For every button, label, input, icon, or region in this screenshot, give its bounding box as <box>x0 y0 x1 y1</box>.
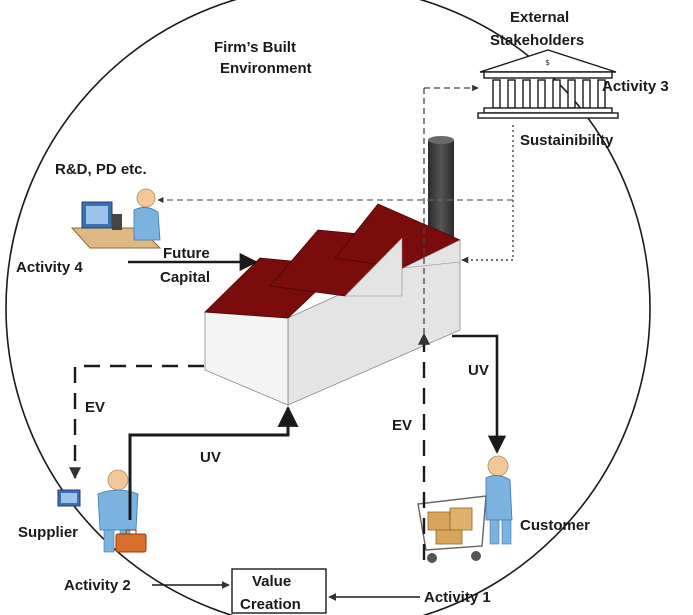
activity-4-label: Activity 4 <box>16 259 83 276</box>
uv-left-label: UV <box>200 449 221 466</box>
activity-2-label: Activity 2 <box>64 577 131 594</box>
ev-right-label: EV <box>392 417 412 434</box>
bank-icon <box>477 49 619 119</box>
uv-right-label: UV <box>468 362 489 379</box>
stakeholders-label-line-1: External <box>510 9 569 26</box>
factory-front-wall <box>204 311 289 406</box>
future-capital-label-line-2: Capital <box>160 269 210 286</box>
uv-flow-supplier-to-factory <box>128 405 299 520</box>
factory <box>204 136 461 406</box>
value-creation-label-line-2: Creation <box>240 596 301 613</box>
activity-3-label: Activity 3 <box>602 78 669 95</box>
value-creation-box <box>231 568 327 614</box>
rnd-person-icon <box>70 188 162 249</box>
future-capital-label-line-1: Future <box>163 245 210 262</box>
environment-label-line-2: Environment <box>220 60 312 77</box>
rnd-label: R&D, PD etc. <box>55 161 147 178</box>
value-creation-label-line-1: Value <box>252 573 291 590</box>
activity-1-label: Activity 1 <box>424 589 491 606</box>
ev-left-label: EV <box>85 399 105 416</box>
supplier-label: Supplier <box>18 524 78 541</box>
environment-boundary-circle <box>5 0 651 615</box>
customer-label: Customer <box>520 517 590 534</box>
environment-label-line-1: Firm’s Built <box>214 39 296 56</box>
sustainability-label: Sustainibility <box>520 132 614 149</box>
bank-dollar-symbol: $ <box>545 58 550 67</box>
supplier-person-icon <box>57 469 147 553</box>
stakeholders-label-line-2: Stakeholders <box>490 32 584 49</box>
uv-flow-factory-to-customer <box>452 334 507 454</box>
ev-flow-factory-to-supplier <box>69 364 204 480</box>
customer-person-icon <box>417 455 513 563</box>
